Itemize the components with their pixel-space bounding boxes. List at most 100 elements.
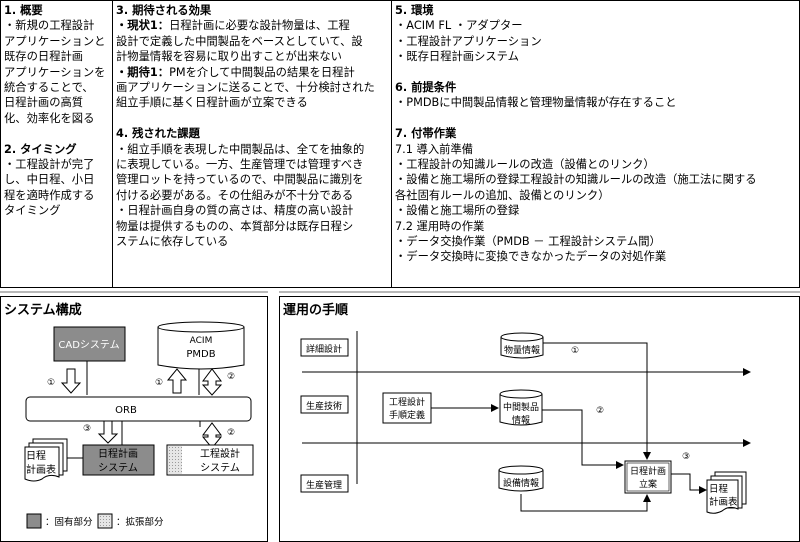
overview-timing-panel: 1. 概要 ・新規の工程設計 アプリケーションと 既存の日程計画 アプリケーショ… — [0, 0, 113, 288]
marker-2: ② — [227, 428, 235, 438]
divider — [279, 291, 800, 293]
divider — [0, 291, 268, 293]
legend-proprietary-label: ：固有部分 — [45, 516, 93, 528]
schedule-planning-label: 日程計画 — [630, 465, 666, 477]
current-state-line: 設計で定義した中間製品をベースとしていて、設 — [116, 34, 363, 48]
ops-diagram-canvas: 詳細設計 生産技術 生産管理 物量情報 工程設計 手順定義 中間製品 情報 設備… — [300, 331, 751, 514]
overview-line: 既存の日程計画 — [4, 50, 84, 64]
issue-line: ・組立手順を表現した中間製品は、全てを抽象的 — [116, 142, 365, 156]
schedule-system-label: 日程計画 — [98, 447, 138, 460]
task-line: ・工程設計の知識ルールの改造（設備とのリンク） — [395, 158, 655, 172]
lane-label: 生産技術 — [306, 400, 342, 412]
expectation-line: ・期待1：PMを介して中間製品の結果を日程計 — [116, 65, 355, 79]
schedule-planning-label: 立案 — [639, 478, 657, 490]
precondition-line: ・PMDBに中間製品情報と管理物量情報が存在すること — [395, 96, 677, 110]
system-configuration-diagram: システム構成 CADシステム ACIM PMDB ① ① ② ORB — [0, 296, 268, 542]
marker-1: ① — [47, 378, 55, 388]
intermediate-product-database-icon — [499, 389, 543, 426]
issue-line: 物量は提供するものの、本質部分は既存日程シ — [116, 219, 354, 233]
process-definition-label: 工程設計 — [389, 396, 425, 408]
operation-procedure-diagram: 運用の手順 詳細設計 生産技術 生産管理 物量情報 工程設計 手順定義 — [279, 296, 800, 542]
timing-line: タイミング — [4, 204, 61, 218]
flow-arrow — [543, 342, 651, 460]
down-arrow-icon — [60, 368, 82, 394]
overview-line: アプリケーションを — [4, 65, 106, 79]
equipment-info-label: 設備情報 — [503, 477, 539, 489]
schedule-document-icon — [24, 438, 68, 482]
marker-1: ① — [571, 346, 579, 356]
overview-line: 統合することで、 — [4, 81, 94, 95]
process-design-system-label: システム — [200, 462, 240, 474]
overview-line: 日程計画の高質 — [4, 96, 84, 110]
bidirectional-arrow-icon — [201, 422, 223, 449]
equipment-info-database-icon — [498, 465, 544, 492]
schedule-document-label: 日程 — [709, 484, 729, 495]
task-line: ・設備と施工場所の登録工程設計の知識ルールの改造（施工法に関する — [395, 173, 757, 187]
lane-production-engineering — [300, 395, 349, 414]
flow-arrow — [542, 409, 624, 469]
marker-1: ① — [155, 378, 163, 388]
quantity-info-label: 物量情報 — [504, 344, 540, 356]
overview-line: 化、効率化を図る — [4, 111, 95, 125]
marker-2: ② — [596, 406, 604, 416]
db-label-acim: ACIM — [190, 336, 213, 346]
system-diagram-canvas: CADシステム ACIM PMDB ① ① ② ORB ③ ② 日程計画 システ… — [24, 321, 254, 529]
marker-3: ③ — [682, 452, 690, 462]
bidirectional-arrow-icon — [201, 368, 223, 396]
task-line: ・設備と施工場所の登録 — [395, 204, 520, 218]
cad-system-label: CADシステム — [58, 339, 119, 351]
legend-extension-label: ：拡張部分 — [116, 516, 164, 528]
expectation-line: 画アプリケーションに送ることで、十分検討された — [116, 81, 375, 95]
lane-label: 詳細設計 — [306, 343, 342, 355]
environment-line: ・ACIM FL ・アダプター — [395, 19, 523, 33]
task-line: ・データ交換時に変換できなかったデータの対処作業 — [395, 250, 667, 264]
issues-heading: 4. 残された課題 — [116, 127, 200, 141]
current-state-line: 計物量情報を容易に取り出すことが出来ない — [116, 50, 342, 64]
current-state-label: ・現状1： — [116, 19, 170, 33]
flow-arrow — [671, 473, 707, 494]
effects-heading: 3. 期待される効果 — [116, 4, 212, 17]
marker-3: ③ — [83, 424, 91, 434]
timing-heading: 2. タイミング — [4, 142, 77, 156]
quantity-info-database-icon — [500, 332, 544, 359]
timing-line: ・工程設計が完了 — [4, 158, 95, 172]
tasks-heading: 7. 付帯作業 — [395, 127, 457, 141]
orb-label: ORB — [115, 405, 137, 416]
expectation-label: ・期待1： — [116, 65, 170, 79]
extension-hatch — [168, 446, 182, 474]
process-design-system-label: 工程設計 — [200, 447, 240, 460]
marker-2: ② — [227, 372, 235, 382]
schedule-system-label: システム — [98, 462, 138, 474]
environment-heading: 5. 環境 — [395, 4, 434, 17]
overview-line: アプリケーションと — [4, 34, 106, 48]
legend-extension-swatch — [97, 513, 113, 529]
task-line: 各社固有ルールの追加、設備とのリンク） — [395, 188, 610, 202]
environment-tasks-panel: 5. 環境 ・ACIM FL ・アダプター ・工程設計アプリケーション ・既存日… — [391, 0, 800, 288]
pmdb-database-icon — [157, 321, 245, 370]
overview-line: ・新規の工程設計 — [4, 19, 95, 33]
schedule-document-icon — [706, 471, 747, 514]
timing-line: し、中日程、小日 — [4, 173, 95, 187]
flow-arrow — [520, 494, 651, 512]
intermediate-product-label: 中間製品 — [503, 401, 539, 413]
db-label-pmdb: PMDB — [186, 349, 215, 360]
system-diagram-title: システム構成 — [4, 303, 82, 318]
environment-line: ・既存日程計画システム — [395, 50, 519, 64]
issue-line: 付ける必要がある。その仕組みが不十分である — [116, 188, 354, 202]
issue-line: に表現している。一方、生産管理では管理すべき — [116, 158, 364, 172]
schedule-document-label: 計画表 — [709, 496, 738, 508]
schedule-document-label: 日程 — [26, 450, 46, 462]
up-arrow-icon — [166, 368, 188, 394]
timing-line: 程を適時作成する — [4, 188, 95, 202]
schedule-planning-box — [624, 460, 672, 494]
cad-system-box — [53, 326, 126, 362]
task-line: 7.2 運用時の作業 — [395, 219, 485, 233]
preconditions-heading: 6. 前提条件 — [395, 81, 457, 95]
current-state-line: ・現状1：日程計画に必要な設計物量は、工程 — [116, 19, 350, 33]
legend-proprietary-swatch — [26, 513, 42, 529]
lane-production-management — [300, 474, 349, 493]
orb-bus — [25, 396, 252, 422]
overview-heading: 1. 概要 — [4, 4, 43, 17]
lane-detailed-design — [300, 338, 349, 357]
issue-line: ステムに依存している — [116, 235, 229, 249]
